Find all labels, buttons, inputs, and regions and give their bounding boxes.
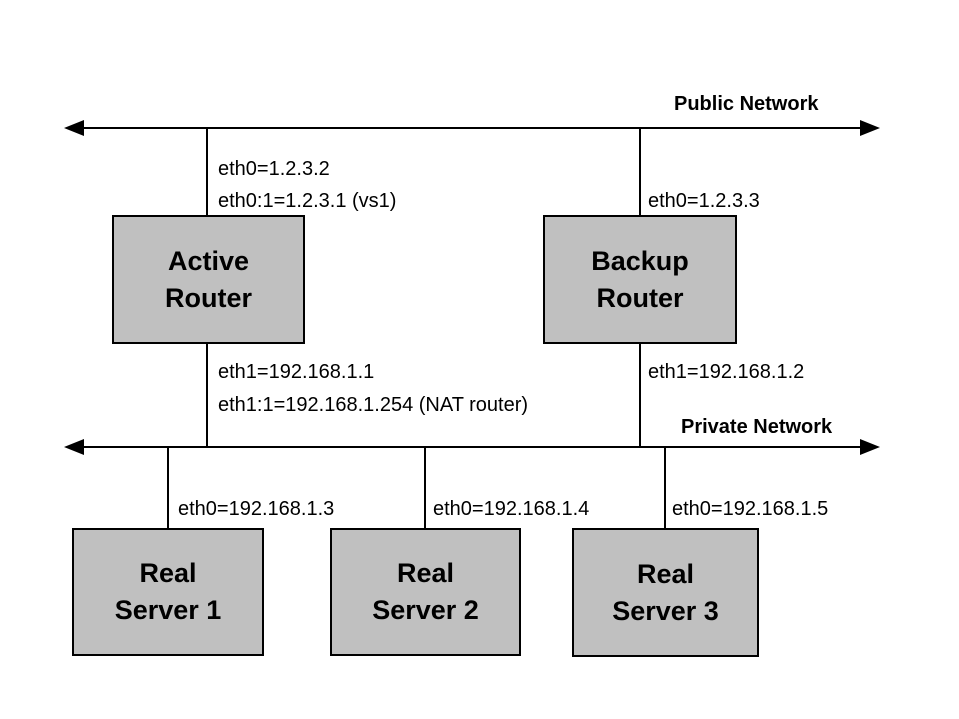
private-network-label: Private Network <box>681 416 833 438</box>
real-server-3-box: Real Server 3 <box>572 528 759 657</box>
backup-router-label-line2: Router <box>596 282 684 313</box>
connector-active-router-private <box>206 343 208 447</box>
public-network-label: Public Network <box>674 93 819 115</box>
active-router-eth0-label: eth0=1.2.3.2 <box>218 158 330 180</box>
real-server-1-label-line1: Real <box>139 558 197 588</box>
connector-backup-router-public <box>639 128 641 215</box>
private-network-bus <box>78 446 864 448</box>
connector-active-router-public <box>206 128 208 215</box>
real-server-1-eth0-label: eth0=192.168.1.3 <box>178 498 335 520</box>
private-bus-right-arrow-icon <box>860 439 880 455</box>
active-router-eth1-label: eth1=192.168.1.1 <box>218 361 375 383</box>
connector-backup-router-private <box>639 343 641 447</box>
public-network-bus <box>78 127 864 129</box>
real-server-2-box: Real Server 2 <box>330 528 521 656</box>
real-server-1-box: Real Server 1 <box>72 528 264 656</box>
backup-router-box: Backup Router <box>543 215 737 344</box>
active-router-eth0-alias-label: eth0:1=1.2.3.1 (vs1) <box>218 190 397 212</box>
connector-real-server-1 <box>167 447 169 528</box>
private-bus-left-arrow-icon <box>64 439 84 455</box>
connector-real-server-2 <box>424 447 426 528</box>
backup-router-label-line1: Backup <box>591 245 689 276</box>
real-server-2-label-line2: Server 2 <box>372 595 479 625</box>
active-router-box: Active Router <box>112 215 305 344</box>
public-bus-left-arrow-icon <box>64 120 84 136</box>
connector-real-server-3 <box>664 447 666 528</box>
real-server-3-label-line2: Server 3 <box>612 595 719 626</box>
real-server-2-label-line1: Real <box>396 558 455 588</box>
real-server-3-label-line1: Real <box>636 558 695 589</box>
backup-router-eth0-label: eth0=1.2.3.3 <box>648 190 760 212</box>
active-router-eth1-alias-label: eth1:1=192.168.1.254 (NAT router) <box>218 394 529 416</box>
real-server-3-eth0-label: eth0=192.168.1.5 <box>672 498 829 520</box>
real-server-2-eth0-label: eth0=192.168.1.4 <box>433 498 590 520</box>
active-router-label-line1: Active <box>167 245 250 276</box>
public-bus-right-arrow-icon <box>860 120 880 136</box>
active-router-label-line2: Router <box>165 282 252 313</box>
backup-router-eth1-label: eth1=192.168.1.2 <box>648 361 805 383</box>
real-server-1-label-line2: Server 1 <box>114 595 222 625</box>
